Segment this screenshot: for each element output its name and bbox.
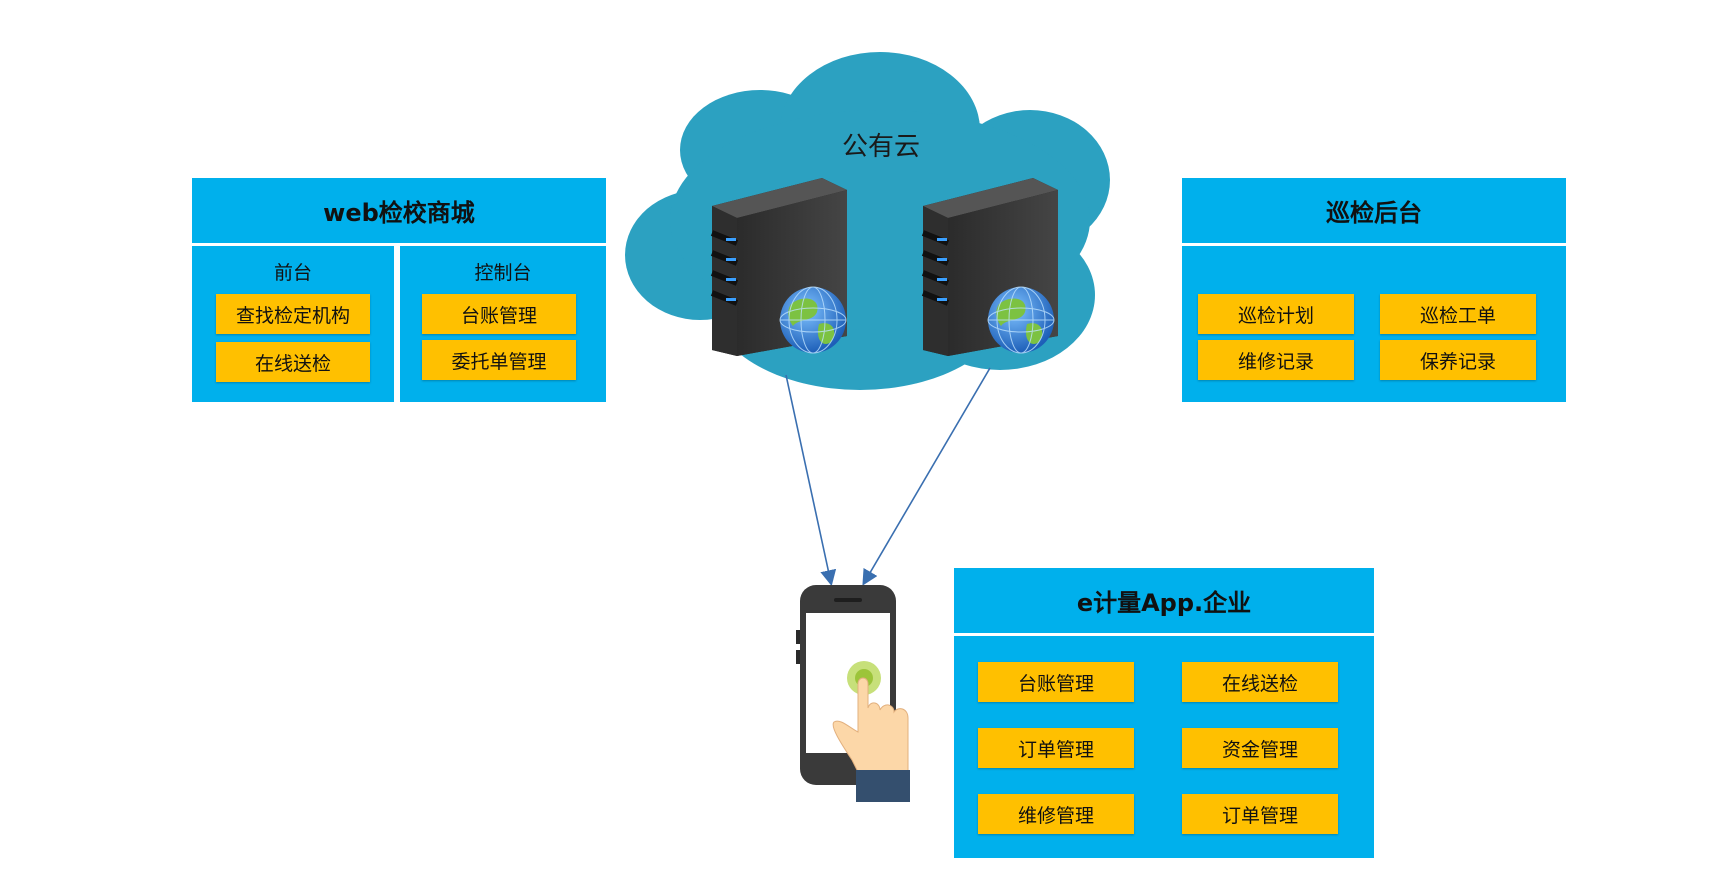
hand-tap-icon (832, 661, 910, 802)
globe-icon (987, 286, 1055, 354)
commission-order-button[interactable]: 委托单管理 (422, 340, 576, 380)
app-online-inspection-button[interactable]: 在线送检 (1182, 662, 1338, 702)
patrol-title: 巡检后台 (1182, 178, 1566, 246)
server-icon (921, 178, 1058, 356)
app-title: e计量App.企业 (954, 568, 1374, 636)
app-order-button[interactable]: 订单管理 (978, 728, 1134, 768)
web-mall-panel: web检校商城 前台 查找检定机构 在线送检 控制台 台账管理 委托单管理 (192, 178, 606, 402)
app-order-button-2[interactable]: 订单管理 (1182, 794, 1338, 834)
globe-icon (779, 286, 847, 354)
online-inspection-button[interactable]: 在线送检 (216, 342, 370, 382)
web-mall-divider (394, 246, 400, 402)
cloud-label: 公有云 (842, 132, 921, 162)
arrow-server-left-to-phone (785, 374, 837, 587)
maintenance-record-button[interactable]: 保养记录 (1380, 340, 1536, 380)
front-label: 前台 (273, 262, 312, 284)
patrol-workorder-button[interactable]: 巡检工单 (1380, 294, 1536, 334)
arrow-server-right-to-phone (862, 367, 991, 586)
web-mall-title: web检校商城 (192, 178, 606, 246)
console-label: 控制台 (474, 262, 532, 284)
ledger-management-button[interactable]: 台账管理 (422, 294, 576, 334)
patrol-plan-button[interactable]: 巡检计划 (1198, 294, 1354, 334)
find-institution-button[interactable]: 查找检定机构 (216, 294, 370, 334)
app-ledger-button[interactable]: 台账管理 (978, 662, 1134, 702)
repair-record-button[interactable]: 维修记录 (1198, 340, 1354, 380)
patrol-panel: 巡检后台 巡检计划 巡检工单 维修记录 保养记录 (1182, 178, 1566, 402)
app-panel: e计量App.企业 台账管理 在线送检 订单管理 资金管理 维修管理 订单管理 (954, 568, 1374, 858)
app-funds-button[interactable]: 资金管理 (1182, 728, 1338, 768)
app-repair-button[interactable]: 维修管理 (978, 794, 1134, 834)
